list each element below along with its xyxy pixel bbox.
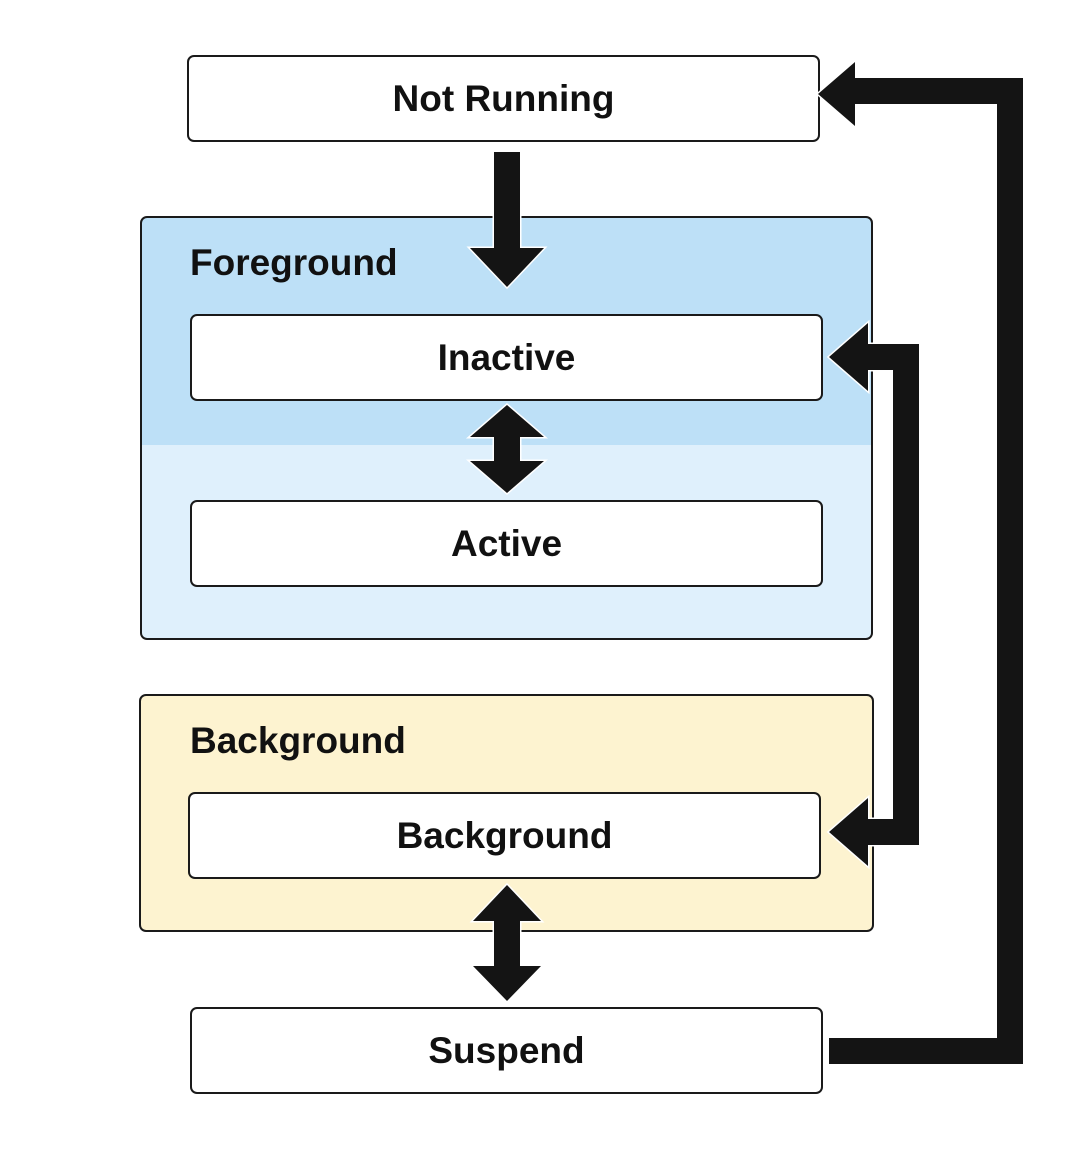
arrow-inactive-active	[465, 403, 549, 495]
arrow-background-suspend	[469, 882, 545, 1004]
state-not-running-label: Not Running	[392, 77, 615, 119]
background-group-title: Background	[190, 720, 406, 761]
arrow-background-to-inactive-and-background	[826, 319, 921, 870]
foreground-group-title: Foreground	[190, 242, 398, 283]
arrow-suspend-to-not-running	[815, 58, 1025, 1066]
state-suspend: Suspend	[190, 1007, 823, 1094]
state-not-running: Not Running	[187, 55, 820, 142]
state-suspend-label: Suspend	[428, 1029, 585, 1071]
state-active-label: Active	[450, 522, 563, 564]
state-inactive-label: Inactive	[437, 336, 576, 378]
state-background: Background	[188, 792, 821, 879]
state-background-label: Background	[396, 814, 613, 856]
arrow-not-running-to-inactive	[466, 150, 548, 290]
state-inactive: Inactive	[190, 314, 823, 401]
state-active: Active	[190, 500, 823, 587]
